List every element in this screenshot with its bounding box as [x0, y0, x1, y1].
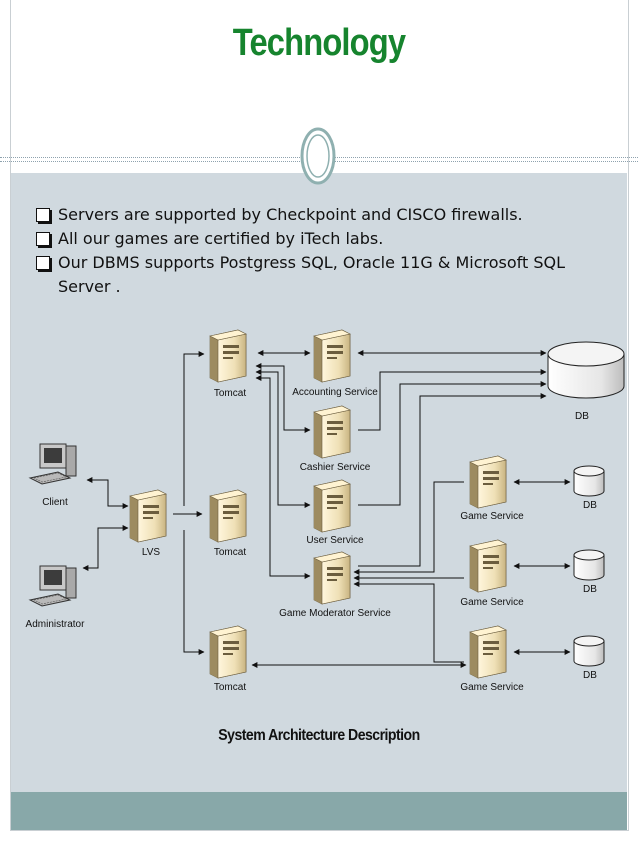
- database-3-icon: [573, 635, 605, 667]
- game-moderator-service-server-icon: [313, 551, 351, 605]
- oval-ornament-icon: [300, 127, 336, 185]
- accounting-service-label: Accounting Service: [292, 387, 378, 398]
- game-service-3-server-icon: [469, 625, 507, 679]
- slide-title: Technology: [232, 22, 406, 64]
- tomcat-middle-label: Tomcat: [214, 547, 246, 558]
- tomcat-middle-server-icon: [209, 489, 247, 543]
- client-computer-icon: [29, 443, 77, 485]
- database-1-label: DB: [583, 500, 597, 511]
- game-service-2-server-icon: [469, 539, 507, 593]
- game-moderator-service-label: Game Moderator Service: [279, 608, 391, 619]
- checkbox-bullet-icon: [36, 232, 50, 246]
- user-service-label: User Service: [306, 535, 364, 546]
- user-service-server-icon: [313, 479, 351, 533]
- accounting-service-server-icon: [313, 329, 351, 383]
- bullet-list: Servers are supported by Checkpoint and …: [36, 203, 606, 299]
- lvs-label: LVS: [142, 547, 160, 558]
- database-3-label: DB: [583, 670, 597, 681]
- connection-lines: [82, 350, 571, 668]
- footer-band: [11, 792, 627, 830]
- database-2-icon: [573, 549, 605, 581]
- database-1-icon: [573, 465, 605, 497]
- database-2-label: DB: [583, 584, 597, 595]
- cashier-service-label: Cashier Service: [300, 462, 371, 473]
- bullet-item: Our DBMS supports Postgress SQL, Oracle …: [36, 251, 598, 299]
- tomcat-top-server-icon: [209, 329, 247, 383]
- checkbox-bullet-icon: [36, 256, 50, 270]
- checkbox-bullet-icon: [36, 208, 50, 222]
- bullet-item: All our games are certified by iTech lab…: [36, 227, 606, 251]
- administrator-label: Administrator: [26, 619, 86, 630]
- lvs-server-icon: [129, 489, 167, 543]
- administrator-computer-icon: [29, 565, 77, 607]
- tomcat-top-label: Tomcat: [214, 388, 246, 399]
- bullet-item: Servers are supported by Checkpoint and …: [36, 203, 606, 227]
- tomcat-bottom-server-icon: [209, 625, 247, 679]
- main-database-label: DB: [575, 411, 589, 422]
- game-service-1-label: Game Service: [460, 511, 524, 522]
- game-service-1-server-icon: [469, 455, 507, 509]
- game-service-3-label: Game Service: [460, 682, 524, 693]
- tomcat-bottom-label: Tomcat: [214, 682, 246, 693]
- main-database-icon: [547, 341, 625, 399]
- diagram-caption: System Architecture Description: [218, 727, 420, 744]
- cashier-service-server-icon: [313, 405, 351, 459]
- game-service-2-label: Game Service: [460, 597, 524, 608]
- client-label: Client: [42, 497, 68, 508]
